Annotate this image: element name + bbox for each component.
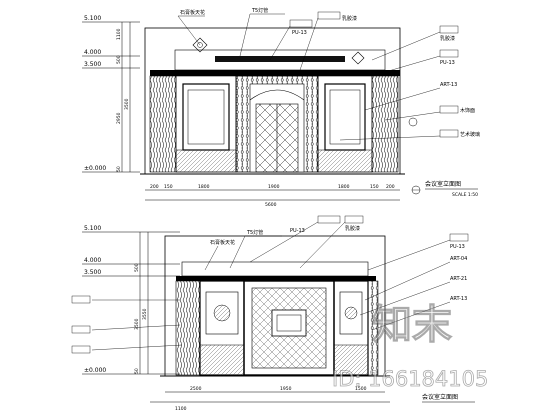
callout-label: 乳胶漆 xyxy=(345,225,360,232)
title-bottom: 会议室立面图 xyxy=(422,393,475,403)
horizontal-dimensions-top: 200 150 1800 1900 1800 150 200 5600 xyxy=(145,184,400,208)
wall-elevation-top xyxy=(140,27,405,175)
dim-label: 2950 xyxy=(116,112,122,124)
callout-label: ART-13 xyxy=(450,296,467,302)
horizontal-dimensions-bottom: 2500 1950 1500 1100 xyxy=(150,386,390,412)
callouts-bottom: PU-13 T5灯管 石膏板天花 乳胶漆 PU-13 ART-04 ART-21… xyxy=(71,215,469,354)
dim-label: 1100 xyxy=(116,28,122,40)
dim-label: 3500 xyxy=(134,318,140,330)
dim-total: 5600 xyxy=(265,202,277,208)
dim-label: 150 xyxy=(370,184,379,190)
callout-label: 石膏板天花 xyxy=(210,239,235,246)
dim-label: 1800 xyxy=(198,184,210,190)
title-top: 会议室立面图 SCALE 1:50 xyxy=(425,180,478,198)
dim-label: 3550 xyxy=(142,308,148,320)
callout-label: 木饰面 xyxy=(460,107,475,114)
dim-label: 1950 xyxy=(280,386,292,392)
callout-label: PU-13 xyxy=(450,244,465,250)
drawing-title: 会议室立面图 xyxy=(422,393,458,401)
callout-label: PU-13 xyxy=(292,30,307,36)
callouts-top: 石膏板天花 T5灯管 PU-13 乳胶漆 乳胶漆 PU-13 ART-13 木饰… xyxy=(177,7,480,195)
level-label: 4.000 xyxy=(84,257,101,264)
watermark-brand: 知末 xyxy=(372,302,452,348)
callout-label: T5灯管 xyxy=(246,229,263,236)
dim-label: 150 xyxy=(164,184,173,190)
dim-label: 3500 xyxy=(124,98,130,110)
callout-label: 石膏板天花 xyxy=(180,9,205,16)
level-label: ±0.000 xyxy=(84,367,106,374)
callout-label: ART-13 xyxy=(440,82,457,88)
watermark: 知末 ID: 166184105 xyxy=(332,302,489,392)
level-label: 3.500 xyxy=(84,269,101,276)
dim-label: 1500 xyxy=(355,386,367,392)
dim-label: 200 xyxy=(150,184,159,190)
dim-label: 1100 xyxy=(175,406,187,412)
callout-label: ART-21 xyxy=(450,276,467,282)
vertical-dimensions-top: 1100 500 2950 3500 50 xyxy=(116,22,131,172)
level-marks-bottom: 5.100 4.000 3.500 ±0.000 xyxy=(82,225,180,375)
vertical-dimensions-bottom: 500 3500 3550 50 xyxy=(134,232,149,374)
dim-label: 500 xyxy=(134,263,140,272)
dim-label: 50 xyxy=(116,166,122,172)
level-label: 5.100 xyxy=(84,15,101,22)
callout-label: PU-13 xyxy=(440,60,455,66)
drawing-scale: SCALE 1:50 xyxy=(452,192,478,198)
level-label: 3.500 xyxy=(84,61,101,68)
watermark-id: ID: 166184105 xyxy=(332,367,488,391)
bottom-elevation: 5.100 4.000 3.500 ±0.000 500 3500 3550 5… xyxy=(71,215,475,412)
callout-label: 乳胶漆 xyxy=(440,35,455,42)
dim-label: 1800 xyxy=(338,184,350,190)
top-elevation: 5.100 4.000 3.500 ±0.000 1100 500 2950 3… xyxy=(82,7,480,208)
callout-label: PU-13 xyxy=(290,228,305,234)
level-label: ±0.000 xyxy=(84,165,106,172)
level-marks-top: 5.100 4.000 3.500 ±0.000 xyxy=(82,15,140,173)
wall-elevation-bottom xyxy=(160,235,390,377)
callout-label: 艺术玻璃 xyxy=(460,131,480,138)
dim-label: 500 xyxy=(116,55,122,64)
drawing-title: 会议室立面图 xyxy=(425,180,461,188)
dim-label: 1900 xyxy=(268,184,280,190)
callout-label: 乳胶漆 xyxy=(342,15,357,22)
dim-label: 200 xyxy=(386,184,395,190)
callout-label: T5灯管 xyxy=(251,7,268,14)
dim-label: 2500 xyxy=(190,386,202,392)
callout-label: ART-04 xyxy=(450,256,467,262)
level-label: 4.000 xyxy=(84,49,101,56)
level-label: 5.100 xyxy=(84,225,101,232)
dim-label: 50 xyxy=(134,368,140,374)
